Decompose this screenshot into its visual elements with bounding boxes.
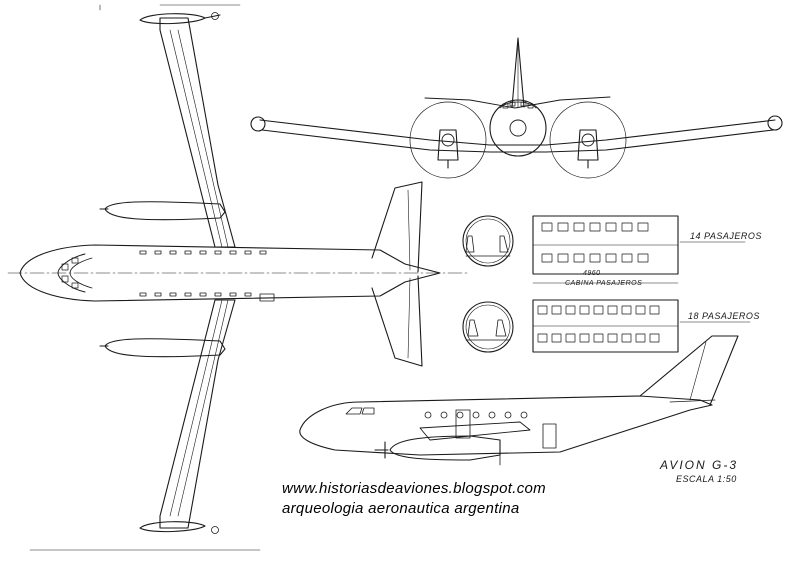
front-fin	[511, 37, 525, 108]
plan-wing-lower	[159, 299, 236, 529]
cabin-caption-label: CABINA PASAJEROS	[565, 280, 643, 287]
plan-fuselage	[19, 244, 441, 302]
side-fuselage	[299, 395, 713, 456]
capacity-18-label: 18 PASAJEROS	[688, 311, 760, 321]
side-nacelle	[389, 435, 501, 461]
front-view	[250, 37, 783, 179]
plan-tail-lower	[371, 275, 423, 367]
front-prop-right	[549, 101, 627, 179]
capacity-14-label: 14 PASAJEROS	[690, 231, 762, 241]
seating-14	[532, 215, 746, 275]
cabin-sections	[462, 215, 514, 353]
side-fin	[639, 335, 739, 406]
plan-wing-upper	[159, 17, 236, 248]
watermark-url: www.historiasdeaviones.blogspot.com	[282, 480, 546, 497]
front-prop-left	[409, 101, 487, 179]
watermark-caption: arqueologia aeronautica argentina	[282, 500, 520, 517]
front-wing	[259, 119, 776, 146]
side-view	[299, 335, 739, 466]
seating-18	[532, 282, 751, 353]
aircraft-name-label: AVION G-3	[660, 458, 739, 472]
plan-nacelle-upper	[104, 201, 226, 221]
scale-label: ESCALA 1:50	[676, 474, 737, 484]
plan-view	[7, 4, 471, 534]
front-fuselage	[489, 99, 547, 157]
plan-tail-upper	[371, 181, 423, 273]
cabin-length-label: 4960	[583, 270, 601, 277]
plan-nacelle-lower	[104, 338, 226, 358]
